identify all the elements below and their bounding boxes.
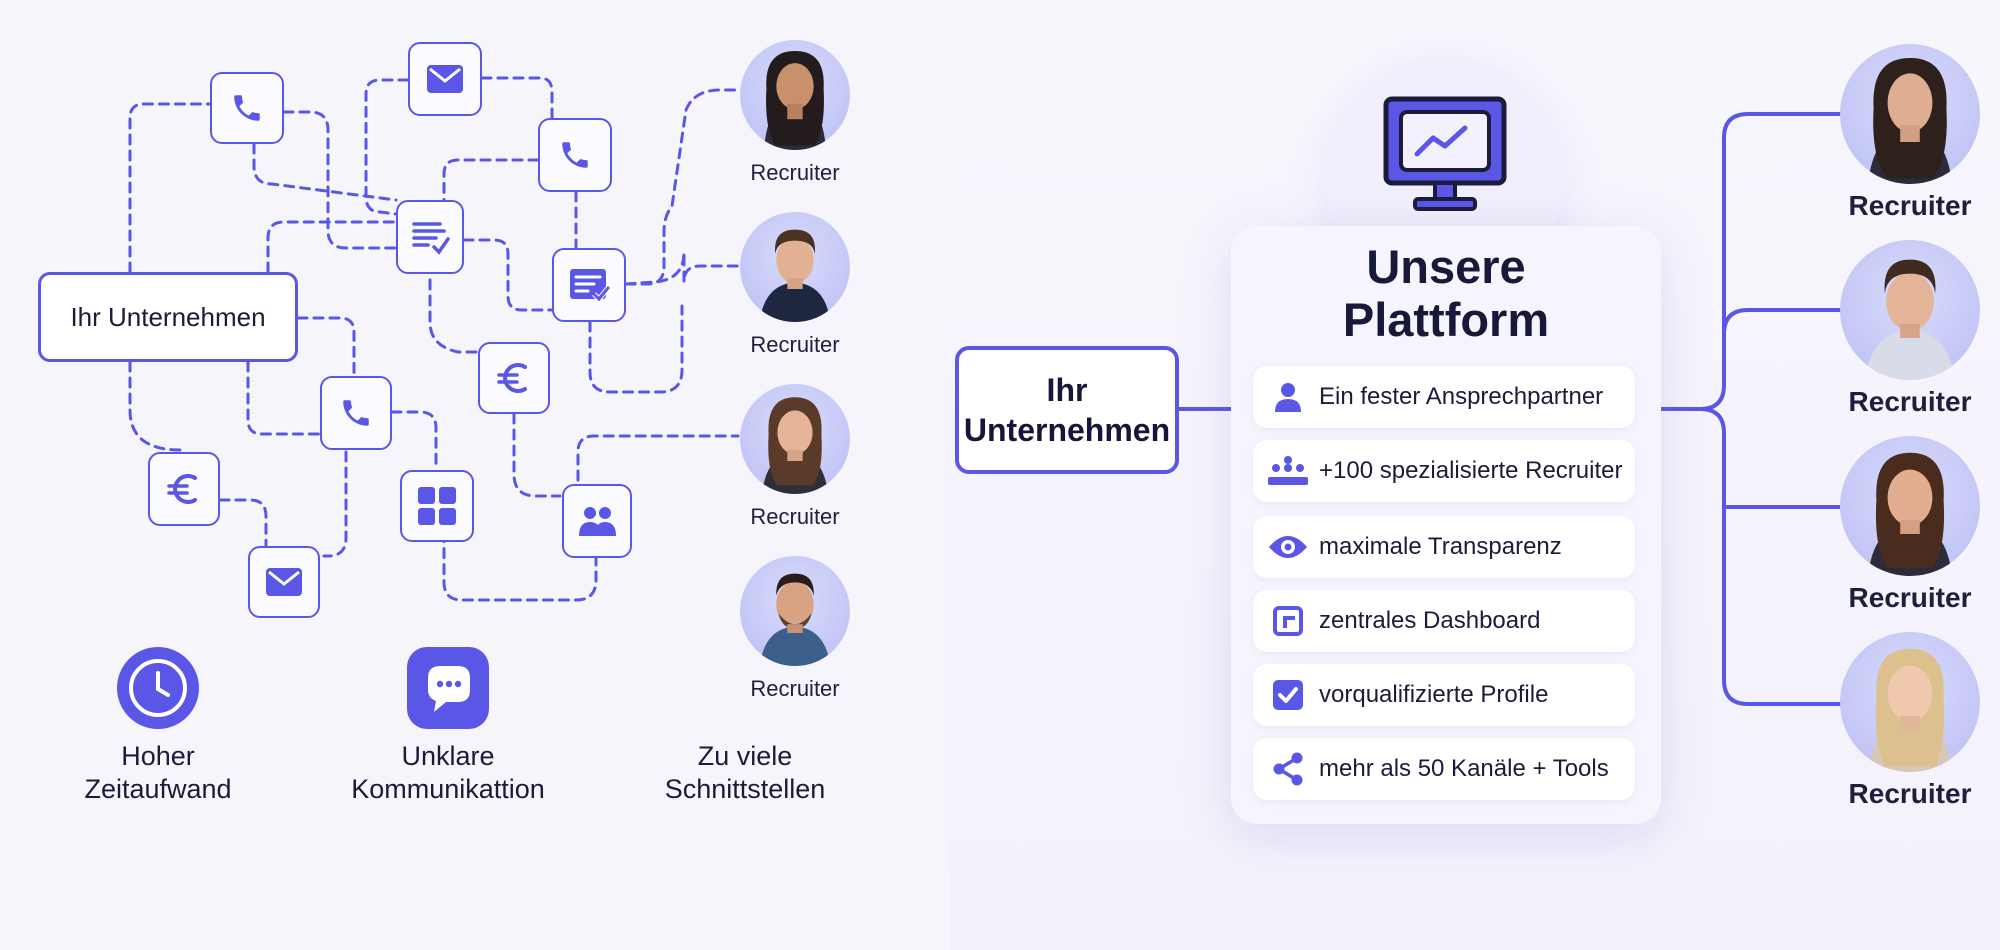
dashboard-icon [1273, 606, 1303, 636]
euro-icon [497, 363, 527, 393]
recruiter-avatar-left-4 [740, 556, 850, 666]
feature-dashboard: zentrales Dashboard [1253, 590, 1635, 652]
pain-label-interfaces: Zu viele Schnittstellen [664, 741, 826, 804]
platform-title-line1: Unsere [1366, 240, 1526, 293]
recruiter-avatar-right-1 [1840, 44, 1980, 184]
feature-recruiters: +100 spezialisierte Recruiter [1253, 440, 1635, 502]
clock-icon [117, 647, 199, 729]
recruiter-avatar-right-2 [1840, 240, 1980, 380]
phone-node-2 [538, 118, 612, 192]
recruiter-label-right-3: Recruiter [1848, 582, 1972, 613]
company-box-right: Ihr Unternehmen [955, 346, 1179, 474]
feature-label: maximale Transparenz [1319, 533, 1562, 560]
invoice-node [552, 248, 626, 322]
recruiter-label-right-2: Recruiter [1848, 386, 1972, 417]
feature-label: Ein fester Ansprechpartner [1319, 383, 1604, 410]
recruiter-avatar-left-2 [740, 212, 850, 322]
share-icon [1273, 752, 1303, 786]
feature-label: +100 spezialisierte Recruiter [1319, 457, 1623, 484]
grid-icon [418, 487, 456, 525]
phone-node-3 [320, 376, 392, 450]
recruiter-label-left-3: Recruiter [750, 504, 840, 529]
monitor-chart-icon [1383, 96, 1507, 211]
phone-node-1 [210, 72, 284, 144]
person-icon [1275, 383, 1301, 412]
euro-node-1 [478, 342, 550, 414]
phone-icon [343, 400, 369, 426]
left-connector-lines [128, 76, 740, 602]
phone-icon [562, 142, 588, 168]
recruiter-label-left-2: Recruiter [750, 332, 840, 357]
group-icon [1268, 456, 1308, 485]
platform-title: Unsere Plattform [1231, 240, 1661, 346]
document-icon [412, 222, 450, 255]
mail-node-1 [408, 42, 482, 116]
team-icon [579, 507, 616, 536]
chat-icon [407, 647, 489, 729]
document-node [396, 200, 464, 274]
recruiter-label-left-1: Recruiter [750, 160, 840, 185]
phone-icon [234, 95, 260, 121]
invoice-icon [570, 269, 610, 303]
recruiter-avatar-right-4 [1840, 632, 1980, 772]
feature-transparency: maximale Transparenz [1253, 516, 1635, 578]
company-label-right-line2: Unternehmen [963, 412, 1171, 448]
recruiter-avatar-right-3 [1840, 436, 1980, 576]
feature-profiles: vorqualifizierte Profile [1253, 664, 1635, 726]
eye-icon [1269, 536, 1307, 558]
pain-icon-time [116, 646, 200, 730]
recruiter-avatar-left-1 [740, 40, 850, 150]
platform-title-line2: Plattform [1342, 293, 1550, 346]
company-label-left: Ihr Unternehmen [70, 301, 266, 332]
feature-contact-person: Ein fester Ansprechpartner [1253, 366, 1635, 428]
pain-label-communication: Unklare Kommunikattion [351, 741, 545, 804]
team-node [562, 484, 632, 558]
euro-icon [167, 474, 197, 504]
recruiter-label-right-1: Recruiter [1848, 190, 1972, 221]
feature-label: vorqualifizierte Profile [1319, 681, 1549, 708]
feature-label: mehr als 50 Kanäle + Tools [1319, 755, 1609, 782]
company-label-right-line1: Ihr [1046, 372, 1088, 408]
recruiter-avatar-left-3 [740, 384, 850, 494]
grid-node [400, 470, 474, 542]
mail-node-2 [248, 546, 320, 618]
feature-channels: mehr als 50 Kanäle + Tools [1253, 738, 1635, 800]
company-box-left: Ihr Unternehmen [38, 272, 298, 362]
mail-icon [427, 65, 463, 93]
euro-node-2 [148, 452, 220, 526]
checkbox-icon [1273, 680, 1303, 710]
mail-icon [266, 568, 302, 596]
recruiter-label-left-4: Recruiter [750, 676, 840, 701]
feature-label: zentrales Dashboard [1319, 607, 1541, 634]
pain-icon-communication [406, 646, 490, 730]
recruiter-label-right-4: Recruiter [1848, 778, 1972, 809]
pain-label-time: Hoher Zeitaufwand [84, 741, 232, 804]
